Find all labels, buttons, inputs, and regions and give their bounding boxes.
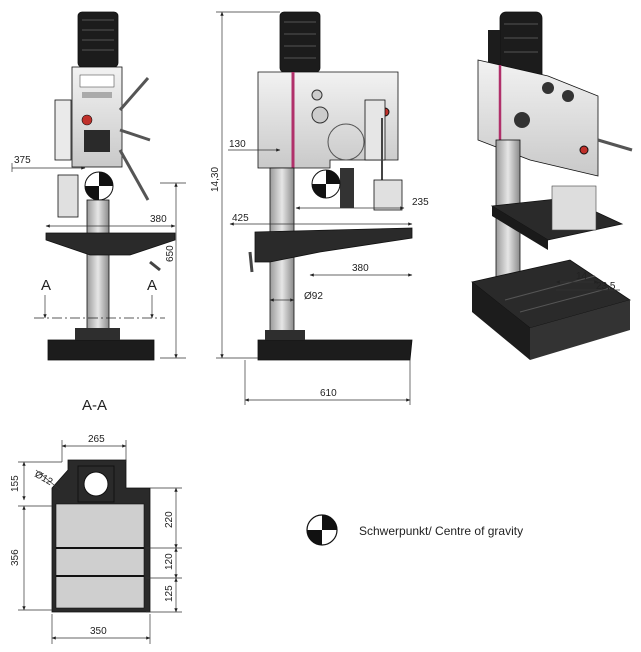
section-title: A-A [82,397,107,414]
centre-of-gravity-symbol-side [311,169,341,199]
dim-dia92: Ø92 [304,291,323,302]
dim-125: 125 [164,585,175,602]
iso-dimensions: 14 23,5 [555,271,620,292]
feed-lever [118,77,150,111]
work-table-side [254,227,413,263]
front-dimensions: 375 380 650 A A A-A [11,155,186,414]
dim-220: 220 [164,511,175,528]
dim-610: 610 [320,388,337,399]
dim-650: 650 [165,245,176,262]
dim-120: 120 [164,553,175,570]
dim-155: 155 [10,475,21,492]
motor-side [279,11,321,73]
base [47,339,155,361]
dim-425: 425 [232,213,249,224]
dim-23-5: 23,5 [596,281,616,292]
dim-380-front: 380 [150,214,167,225]
dim-dia12: Ø12 [33,469,55,488]
dim-380-side: 380 [352,263,369,274]
centre-of-gravity-symbol [306,514,338,546]
dim-350: 350 [90,626,107,637]
dim-356: 356 [10,549,21,566]
dim-265: 265 [88,434,105,445]
dim-130: 130 [229,139,246,150]
base-plan [51,459,151,613]
legend-label: Schwerpunkt/ Centre of gravity [359,524,523,538]
legend: Schwerpunkt/ Centre of gravity [306,514,523,546]
dim-14: 14 [576,271,588,282]
centre-of-gravity-symbol-front [84,171,114,201]
dim-1430: 14,30 [210,167,221,192]
side-view [248,11,413,361]
section-marker-right: A [147,277,157,294]
section-marker-left: A [41,277,51,294]
front-view [45,11,176,361]
emergency-stop [81,114,93,126]
work-table [45,232,176,256]
isometric-view [471,11,633,360]
base-side [257,339,413,361]
side-dimensions: 14,30 130 235 425 380 Ø92 610 [210,11,429,405]
dim-235: 235 [412,197,429,208]
dim-375: 375 [14,155,31,166]
column-hole [83,471,109,497]
column [86,199,110,341]
